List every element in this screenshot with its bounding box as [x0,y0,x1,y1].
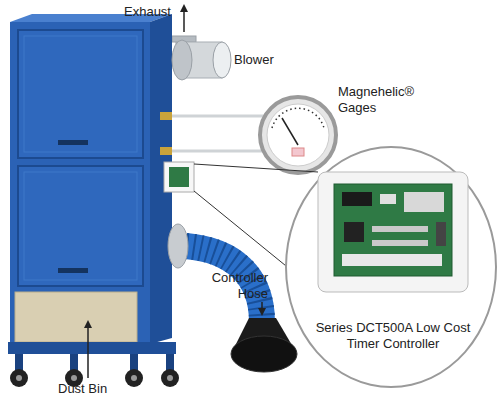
caster-hub [131,375,137,381]
gauge-needle [282,118,298,145]
caster [125,369,143,387]
gauge-tube [172,150,266,153]
controller-unit [164,162,194,192]
upper-door [18,30,143,158]
gauge-bezel [260,97,336,173]
upper-door-panel [24,36,137,152]
door-handle [58,268,88,273]
leg [166,354,174,370]
callout-caption: Series DCT500A Low Cost Timer Controller [305,320,481,352]
base-frame [8,342,176,354]
lower-door [18,166,143,286]
part-label: Dust Bin [58,381,128,397]
zoom-line [194,164,318,172]
caster-hub [167,375,173,381]
controller-board [169,167,189,187]
part-label: Blower [234,52,294,68]
leg [15,354,23,370]
leg [130,354,138,370]
caster-hub [16,375,22,381]
dust-bin [15,292,137,342]
caster-hub [71,375,77,381]
part-label: Controller Hose [196,270,268,302]
exhaust-arrow [183,6,185,32]
blower-outlet [213,42,231,78]
callout-circle: Series DCT500A Low Cost Timer Controller [285,146,497,388]
brass-fitting [160,147,172,155]
hose-mouth [231,336,297,372]
door-handle [58,140,88,145]
leader-arrow [87,322,89,378]
gauge-scale [272,108,324,128]
caster [161,369,179,387]
gauge-face [267,104,329,166]
blower-flange [172,40,192,80]
part-label: Magnehelic® Gages [338,84,424,116]
part-label: Exhaust [124,4,184,20]
lower-door-panel [24,172,137,280]
brass-fitting [160,112,172,120]
cabinet-front [10,22,150,344]
gauge-tube [172,115,266,118]
caster [10,369,28,387]
gauge-adjuster [292,148,304,156]
leg [70,354,78,370]
hose-inlet [168,224,188,268]
leader-arrow [261,302,263,314]
